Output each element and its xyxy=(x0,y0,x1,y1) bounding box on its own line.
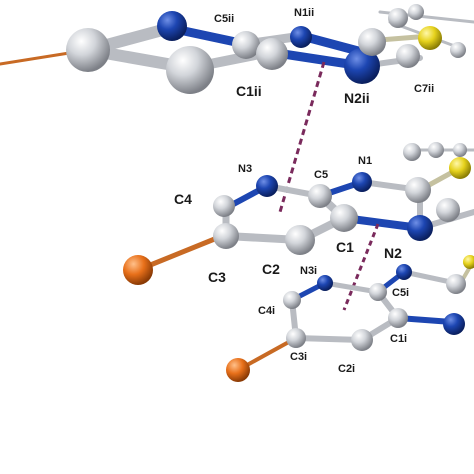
atom-label-n2-top: N2ii xyxy=(344,90,370,106)
carbon-atom xyxy=(388,308,408,328)
carbon-atom xyxy=(405,177,431,203)
molecule-bottom: N3i C4i C5i C1i C3i C2i xyxy=(226,255,474,382)
sulfur-atom xyxy=(449,157,471,179)
nitrogen-atom xyxy=(344,48,380,84)
carbon-atom xyxy=(283,291,301,309)
carbon-atom xyxy=(396,44,420,68)
carbon-atom xyxy=(286,328,306,348)
carbon-atom xyxy=(66,28,110,72)
bromine-atom xyxy=(226,358,250,382)
atom-label-n1: N1 xyxy=(358,155,372,167)
atom-label-n1-top: N1ii xyxy=(294,7,314,19)
carbon-atom xyxy=(403,143,421,161)
atom-label-c4: C4 xyxy=(174,191,192,207)
carbon-atom xyxy=(453,143,467,157)
atom-label-n2: N2 xyxy=(384,245,402,261)
nitrogen-atom xyxy=(256,175,278,197)
carbon-atom xyxy=(408,4,424,20)
atom-label-n3-bottom: N3i xyxy=(300,265,317,277)
carbon-atom xyxy=(308,184,332,208)
atom-label-c7-top: C7ii xyxy=(414,83,434,95)
atom-label-c3-bottom: C3i xyxy=(290,351,307,363)
carbon-atom xyxy=(256,38,288,70)
sulfur-atom xyxy=(463,255,474,269)
nitrogen-atom xyxy=(443,313,465,335)
carbon-atom xyxy=(166,46,214,94)
atom-label-n3: N3 xyxy=(238,163,252,175)
nitrogen-atom xyxy=(352,172,372,192)
atom-label-c3: C3 xyxy=(208,269,226,285)
atom-label-c2: C2 xyxy=(262,261,280,277)
pi-stacking-contact xyxy=(342,223,380,311)
atom-label-c5-top: C5ii xyxy=(214,13,234,25)
atom-label-c1: C1 xyxy=(336,239,354,255)
atom-label-c1-bottom: C1i xyxy=(390,333,407,345)
atom-label-c4-bottom: C4i xyxy=(258,305,275,317)
carbon-atom xyxy=(450,42,466,58)
bond xyxy=(135,233,225,273)
bond xyxy=(297,31,367,57)
carbon-atom xyxy=(446,274,466,294)
sulfur-atom xyxy=(418,26,442,50)
molecule-top: C5ii N1ii C1ii N2ii C7ii xyxy=(0,4,474,106)
nitrogen-atom xyxy=(317,275,333,291)
atom-label-c1-top: C1ii xyxy=(236,83,262,99)
nitrogen-atom xyxy=(407,215,433,241)
nitrogen-atom xyxy=(157,11,187,41)
carbon-atom xyxy=(436,198,460,222)
carbon-atom xyxy=(213,223,239,249)
carbon-atom xyxy=(369,283,387,301)
carbon-atom xyxy=(428,142,444,158)
carbon-atom xyxy=(358,28,386,56)
nitrogen-atom xyxy=(396,264,412,280)
carbon-atom xyxy=(232,31,260,59)
carbon-atom xyxy=(285,225,315,255)
carbon-atom xyxy=(388,8,408,28)
carbon-atom xyxy=(351,329,373,351)
nitrogen-atom xyxy=(290,26,312,48)
bromine-atom xyxy=(123,255,153,285)
atom-label-c2-bottom: C2i xyxy=(338,363,355,375)
atom-label-c5-bottom: C5i xyxy=(392,287,409,299)
molecule-middle: N3 C5 N1 C4 C1 N2 C3 C2 xyxy=(123,142,474,285)
atom-label-c5: C5 xyxy=(314,169,328,181)
carbon-atom xyxy=(213,195,235,217)
bond xyxy=(293,335,365,343)
carbon-atom xyxy=(330,204,358,232)
